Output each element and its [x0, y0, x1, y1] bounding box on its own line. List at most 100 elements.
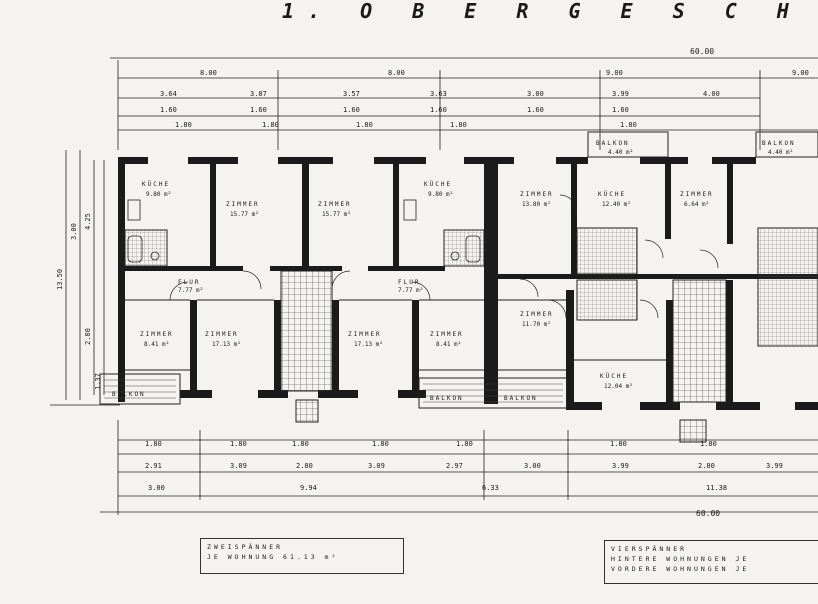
bottom-dim: 3.09 [368, 462, 385, 470]
room-name: KÜCHE [600, 373, 628, 380]
plan-title: 1. O B E R G E S C H O S S [282, 0, 818, 23]
bottom-dimension-lines [100, 420, 818, 515]
legend-line: VIERSPÄNNER [611, 545, 688, 553]
bottom-dim: 2.80 [296, 462, 313, 470]
room-name: KÜCHE [142, 181, 170, 188]
room-area: 9.80 m² [428, 191, 453, 198]
top-dim: 8.00 [388, 69, 405, 77]
room-area: 11.70 m² [522, 321, 551, 328]
legend-box-four-flat: VIERSPÄNNER HINTERE WOHNUNGEN JE VORDERE… [604, 540, 818, 584]
room-area: 8.41 m² [436, 341, 461, 348]
room-name: ZIMMER [226, 201, 260, 208]
top-dim: 1.80 [262, 121, 279, 129]
room-name: ZIMMER [520, 311, 554, 318]
room-area: 6.64 m² [684, 201, 709, 208]
bottom-dim: 2.80 [698, 462, 715, 470]
left-dimension-lines [50, 150, 120, 406]
bathroom [576, 227, 638, 275]
top-dim: 1.80 [620, 121, 637, 129]
top-dim: 4.00 [703, 90, 720, 98]
room-name: ZIMMER [140, 331, 174, 338]
bottom-dim: 3.99 [766, 462, 783, 470]
top-dim: 1.60 [527, 106, 544, 114]
entrance-steps [295, 399, 319, 423]
left-dim: 1.37 [94, 373, 102, 390]
stairwell-right [672, 279, 727, 403]
bathroom [576, 279, 638, 321]
legend-line: ZWEISPÄNNER [207, 543, 284, 551]
legend-line: JE WOHNUNG 61.13 m² [207, 553, 339, 561]
structural-walls [118, 157, 818, 410]
top-dim: 1.60 [160, 106, 177, 114]
room-name: BALKON [596, 140, 630, 147]
left-dim: 13.50 [56, 269, 64, 290]
bottom-dim: 9.94 [300, 484, 317, 492]
room-name: ZIMMER [205, 331, 239, 338]
left-dim: 4.25 [84, 213, 92, 230]
room-area: 17.13 m² [354, 341, 383, 348]
top-dim: 1.60 [343, 106, 360, 114]
room-name: KÜCHE [598, 191, 626, 198]
room-area: 7.77 m² [398, 287, 423, 294]
bottom-dim: 1.80 [610, 440, 627, 448]
top-overall-dim: 60.00 [690, 47, 714, 56]
room-area: 4.40 m² [768, 149, 793, 156]
top-dimension-lines [110, 57, 818, 150]
room-name: BALKON [430, 395, 464, 402]
room-name: BALKON [762, 140, 796, 147]
top-dim: 8.00 [200, 69, 217, 77]
fixtures [127, 199, 481, 263]
room-area: 13.80 m² [522, 201, 551, 208]
bottom-dim: 11.38 [706, 484, 727, 492]
room-area: 12.04 m² [604, 383, 633, 390]
top-dim: 9.00 [792, 69, 809, 77]
legend-box-two-flat: ZWEISPÄNNER JE WOHNUNG 61.13 m² [200, 538, 404, 574]
room-name: ZIMMER [348, 331, 382, 338]
bottom-overall-dim: 60.00 [696, 509, 720, 518]
room-area: 7.77 m² [178, 287, 203, 294]
balcony-hatching [104, 379, 563, 403]
top-dim: 1.80 [450, 121, 467, 129]
left-dim: 2.80 [84, 328, 92, 345]
top-dim: 3.99 [612, 90, 629, 98]
room-area: 9.80 m² [146, 191, 171, 198]
bottom-dim: 1.80 [145, 440, 162, 448]
entrance-steps [679, 419, 707, 443]
door-swings [169, 194, 719, 319]
bottom-dim: 6.33 [482, 484, 499, 492]
room-labels: KÜCHE 9.80 m² ZIMMER 15.77 m² ZIMMER 15.… [112, 140, 796, 402]
room-name: ZIMMER [430, 331, 464, 338]
top-dim: 1.60 [250, 106, 267, 114]
bottom-dim: 3.00 [148, 484, 165, 492]
bathroom [124, 229, 168, 267]
room-name: ZIMMER [680, 191, 714, 198]
bathroom [757, 227, 818, 347]
bottom-dim: 3.00 [524, 462, 541, 470]
room-area: 15.77 m² [322, 211, 351, 218]
bottom-dim: 1.80 [230, 440, 247, 448]
top-dim: 1.60 [430, 106, 447, 114]
bottom-dim: 3.99 [612, 462, 629, 470]
top-dim: 3.87 [250, 90, 267, 98]
top-dim: 3.00 [527, 90, 544, 98]
thin-partitions [99, 131, 818, 409]
top-dim: 1.60 [612, 106, 629, 114]
bottom-dim: 2.97 [446, 462, 463, 470]
room-area: 4.40 m² [608, 149, 633, 156]
legend-line: VORDERE WOHNUNGEN JE [611, 565, 750, 573]
room-name: ZIMMER [520, 191, 554, 198]
top-dim: 1.80 [175, 121, 192, 129]
room-area: 15.77 m² [230, 211, 259, 218]
bottom-dim: 1.80 [456, 440, 473, 448]
room-area: 17.13 m² [212, 341, 241, 348]
legend-line: HINTERE WOHNUNGEN JE [611, 555, 750, 563]
bottom-dim: 1.80 [292, 440, 309, 448]
top-dim: 1.80 [356, 121, 373, 129]
room-name: ZIMMER [318, 201, 352, 208]
room-area: 8.41 m² [144, 341, 169, 348]
bottom-dim: 2.91 [145, 462, 162, 470]
bottom-dim: 3.09 [230, 462, 247, 470]
room-name: BALKON [112, 391, 146, 398]
